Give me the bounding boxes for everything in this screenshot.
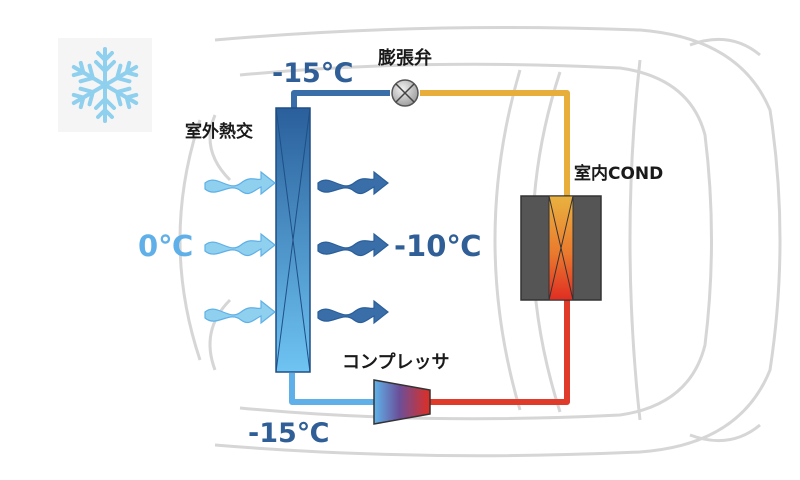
temp-label-top: -15℃: [272, 58, 354, 89]
temp-label-bottom: -15℃: [248, 418, 330, 449]
pipe-comp-to-hx: [289, 373, 374, 405]
pipe-cond-to-comp: [430, 300, 570, 405]
compressor-label: コンプレッサ: [342, 352, 450, 373]
airflow-arrow-icon: [204, 170, 276, 196]
outdoor-hx-label: 室外熱交: [185, 122, 253, 142]
airflow-arrow-icon: [204, 299, 276, 325]
airflow-outlet-arrows: [317, 170, 389, 325]
airflow-arrow-icon: [317, 170, 389, 196]
temp-label-inlet: 0℃: [138, 229, 194, 263]
airflow-arrow-icon: [317, 299, 389, 325]
indoor-condenser: [520, 195, 602, 301]
airflow-arrow-icon: [317, 232, 389, 258]
indoor-cond-label: 室内COND: [574, 164, 664, 184]
outdoor-heat-exchanger: [275, 107, 311, 373]
pipe-valve-to-cond: [420, 90, 570, 196]
refrigerant-pipes: [289, 90, 570, 405]
compressor-icon: [373, 379, 431, 425]
expansion-valve-label: 膨張弁: [378, 48, 432, 69]
pipe-hx-to-valve: [291, 90, 390, 110]
valve-icon: [391, 79, 419, 107]
temp-label-outlet: -10℃: [394, 229, 482, 263]
airflow-inlet-arrows: [204, 170, 276, 325]
snowflake-icon: [58, 38, 152, 132]
airflow-arrow-icon: [204, 232, 276, 258]
car-outline: [178, 26, 782, 458]
